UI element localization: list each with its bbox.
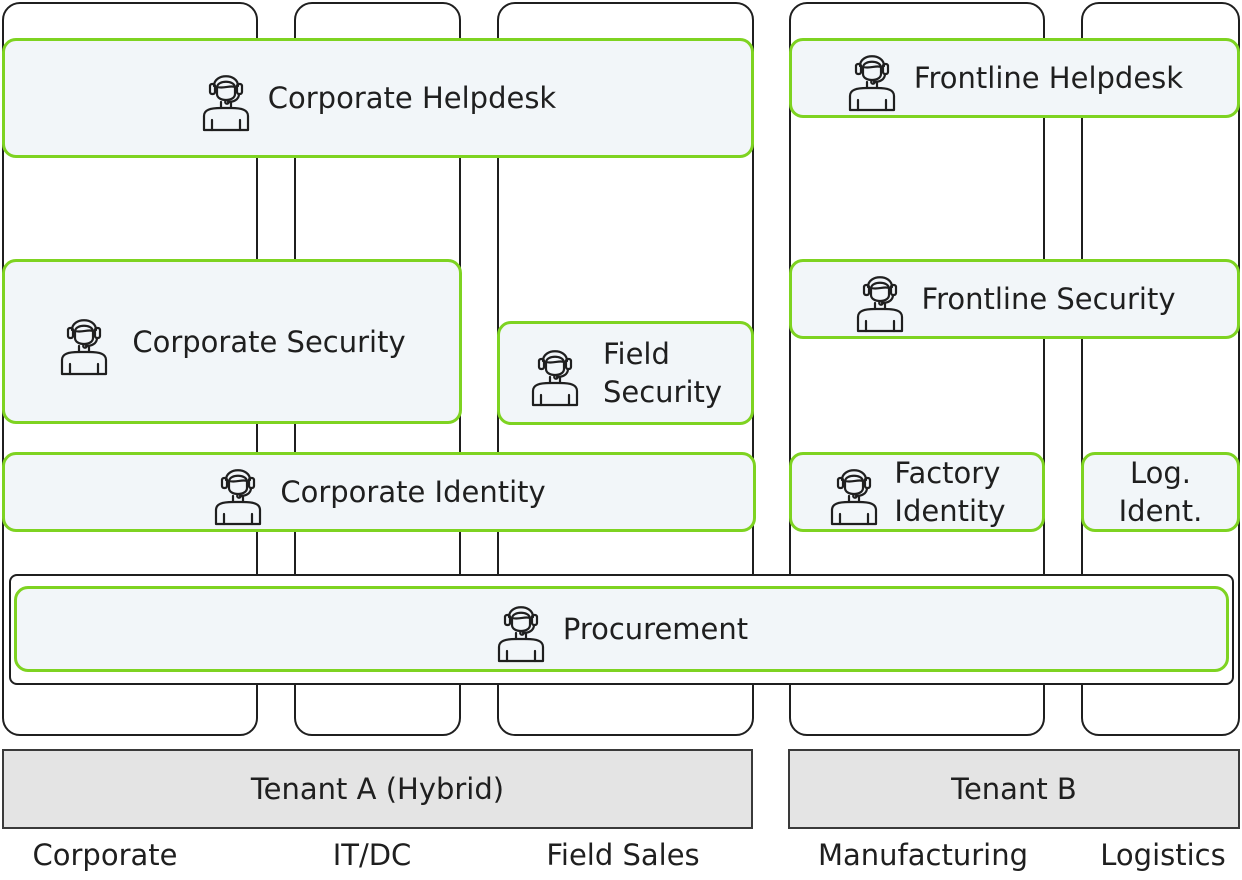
field-security-box: Field Security (497, 321, 754, 425)
factory-identity-line2: Identity (894, 494, 1006, 528)
corporate-identity-box: Corporate Identity (2, 452, 756, 532)
procurement-label: Procurement (562, 612, 749, 646)
support-agent-icon (529, 339, 581, 407)
support-agent-icon (212, 458, 264, 526)
logistics-identity-label: Log. Ident. (1119, 454, 1203, 530)
procurement-box: Procurement (14, 586, 1229, 672)
frontline-security-box: Frontline Security (789, 259, 1240, 339)
field-security-line2: Security (602, 375, 723, 409)
column-label-logistics: Logistics (1100, 838, 1226, 872)
logistics-identity-line2: Ident. (1118, 494, 1203, 528)
logistics-identity-box: Log. Ident. (1081, 452, 1240, 532)
factory-identity-label: Factory Identity (894, 454, 1005, 530)
support-agent-icon (846, 44, 898, 112)
column-label-manufacturing: Manufacturing (818, 838, 1028, 872)
column-label-itdc: IT/DC (332, 838, 412, 872)
corporate-security-box: Corporate Security (2, 259, 462, 424)
support-agent-icon (58, 308, 110, 376)
corporate-helpdesk-label: Corporate Helpdesk (267, 81, 557, 115)
support-agent-icon (495, 595, 547, 663)
corporate-identity-label: Corporate Identity (280, 475, 546, 509)
tenant-a: Tenant A (Hybrid) (2, 749, 753, 829)
support-agent-icon (854, 265, 906, 333)
column-label-field-sales: Field Sales (546, 838, 700, 872)
field-security-label: Field Security (603, 335, 722, 411)
frontline-helpdesk-label: Frontline Helpdesk (913, 61, 1184, 95)
tenant-b: Tenant B (788, 749, 1240, 829)
corporate-helpdesk-box: Corporate Helpdesk (2, 38, 754, 158)
factory-identity-box: Factory Identity (789, 452, 1045, 532)
frontline-helpdesk-box: Frontline Helpdesk (789, 38, 1240, 118)
logistics-identity-line1: Log. (1129, 456, 1192, 490)
field-security-line1: Field (602, 337, 670, 371)
support-agent-icon (828, 458, 880, 526)
corporate-security-label: Corporate Security (132, 324, 406, 359)
column-label-corporate: Corporate (32, 838, 178, 872)
support-agent-icon (200, 64, 252, 132)
frontline-security-label: Frontline Security (921, 282, 1176, 316)
factory-identity-line1: Factory (894, 456, 1001, 490)
